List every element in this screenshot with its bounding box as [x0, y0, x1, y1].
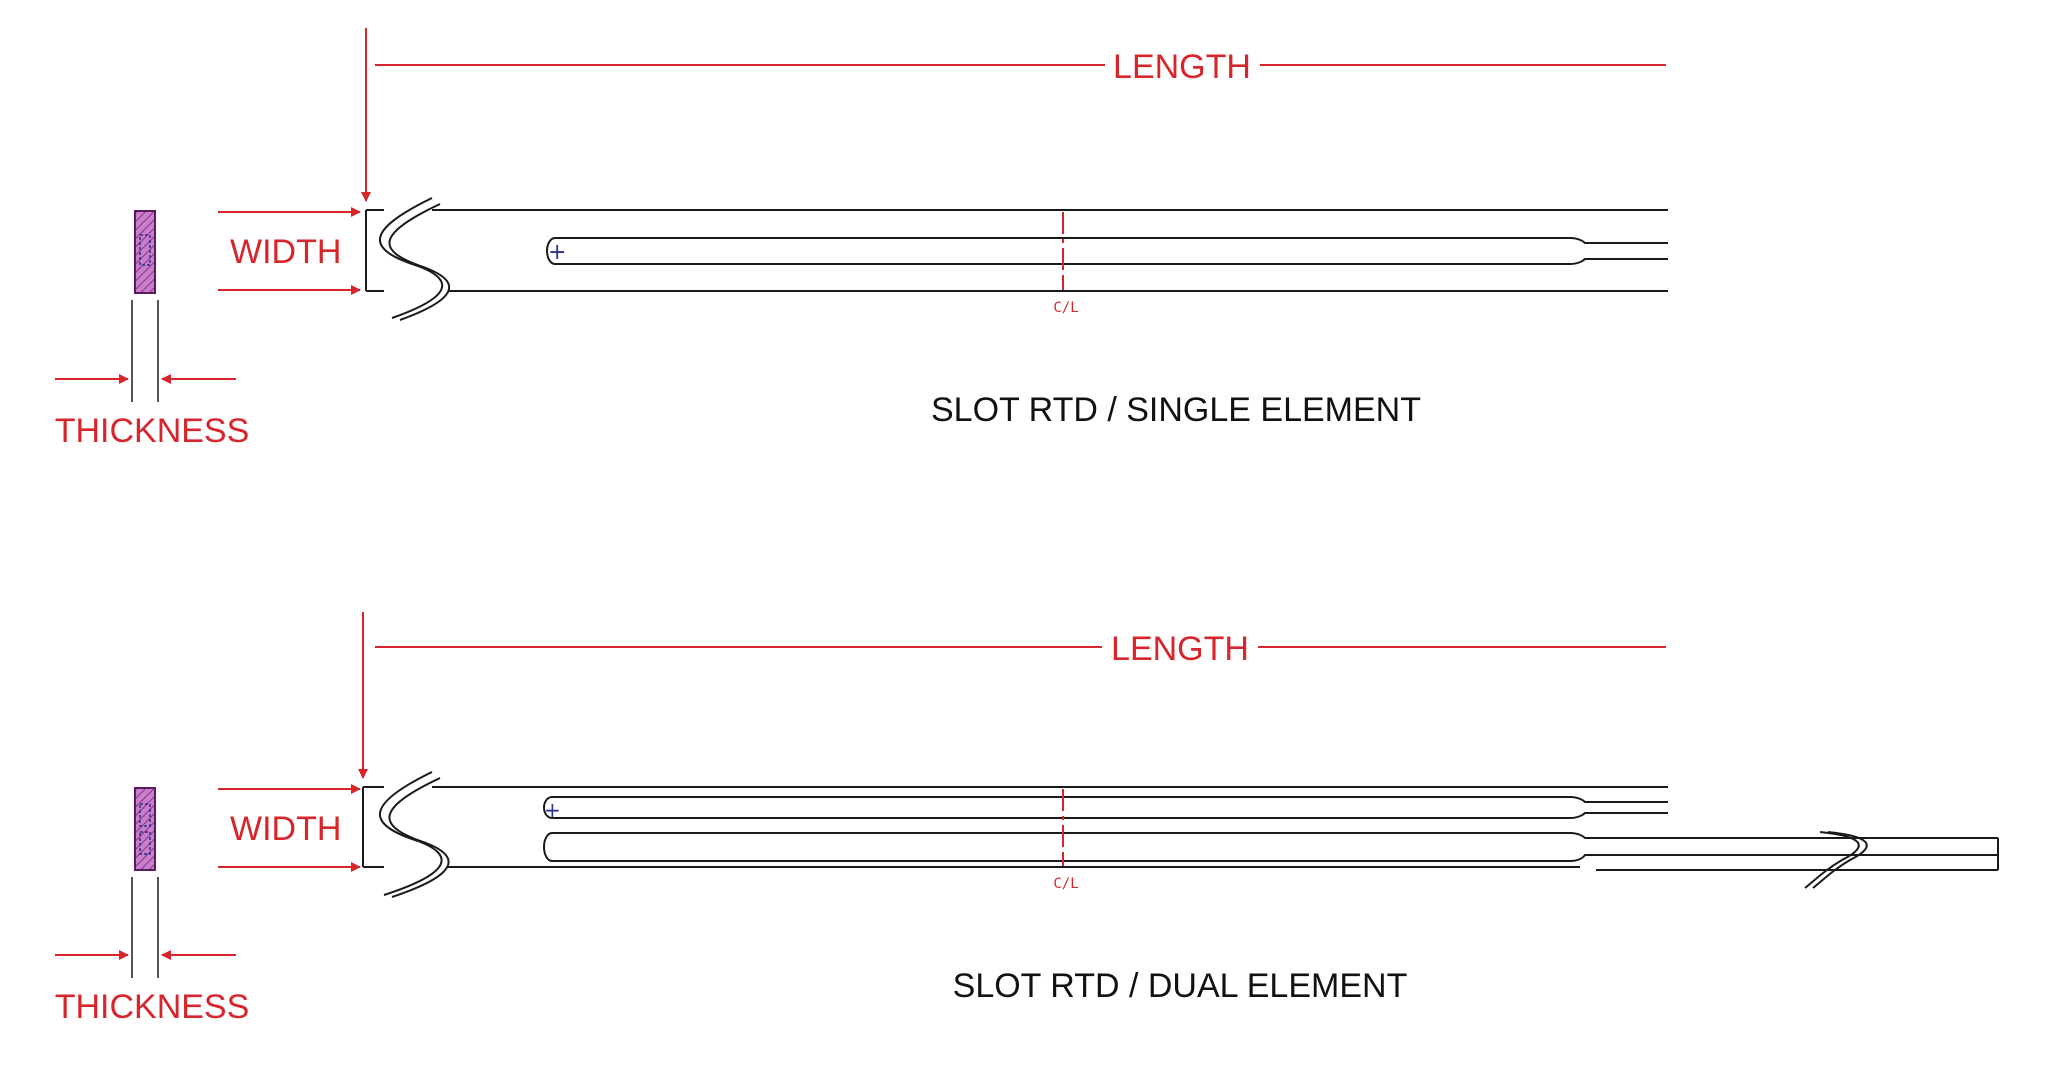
thickness-dimension: THICKNESS	[55, 877, 250, 1026]
cross-section	[134, 210, 156, 294]
single-element-caption: SLOT RTD / SINGLE ELEMENT	[931, 391, 1421, 429]
width-dimension: WIDTH	[218, 784, 361, 872]
centerline-label: C/L	[1053, 876, 1078, 892]
terminal-mark: +	[548, 240, 566, 265]
width-dimension: WIDTH	[218, 207, 361, 295]
cross-section	[134, 787, 156, 871]
centerline: C/L	[1053, 789, 1079, 892]
slot-body	[365, 197, 1668, 321]
length-label: LENGTH	[1111, 630, 1249, 668]
terminal-mark: +	[544, 798, 561, 822]
slot-body	[362, 771, 1999, 898]
thickness-label: THICKNESS	[55, 412, 250, 450]
single-element-drawing: LENGTH WIDTH THICKNESS	[55, 28, 1668, 450]
dual-element-drawing: LENGTH WIDTH THICKNESS	[55, 612, 1999, 1026]
length-dimension: LENGTH	[358, 612, 1666, 779]
length-dimension: LENGTH	[361, 28, 1666, 202]
dual-element-caption: SLOT RTD / DUAL ELEMENT	[953, 967, 1408, 1005]
width-label: WIDTH	[230, 810, 341, 848]
centerline-label: C/L	[1053, 300, 1078, 316]
width-label: WIDTH	[230, 233, 341, 271]
thickness-label: THICKNESS	[55, 988, 250, 1026]
centerline: C/L	[1053, 212, 1079, 316]
length-label: LENGTH	[1113, 48, 1251, 86]
thickness-dimension: THICKNESS	[55, 300, 250, 450]
